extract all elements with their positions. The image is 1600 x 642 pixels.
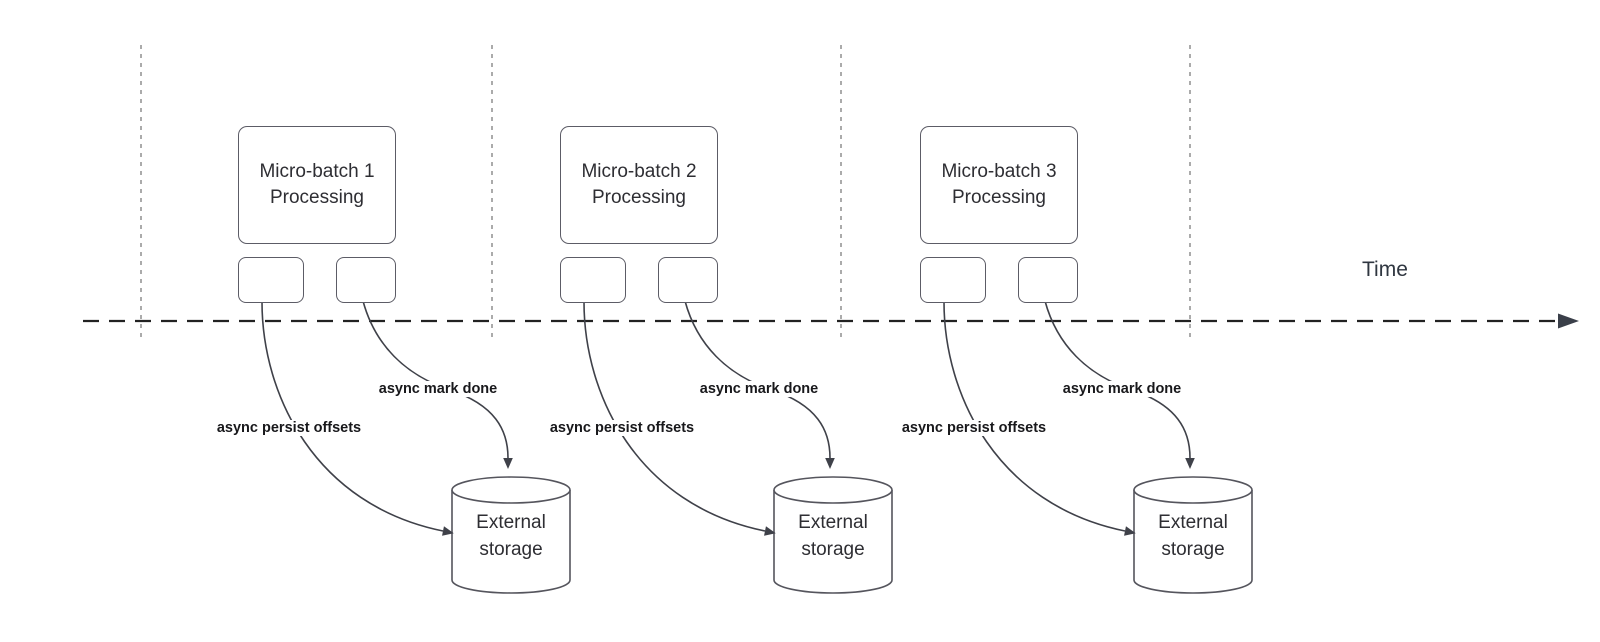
mark-done-arrow-2	[684, 300, 835, 469]
storage-cylinder-top-1	[451, 476, 571, 504]
mark-done-arrow-3	[1044, 300, 1195, 469]
task-box-3-right	[1018, 257, 1078, 303]
persist-offsets-label-2: async persist offsets	[546, 420, 698, 436]
persist-offsets-arrow-3	[943, 301, 1136, 536]
persist-offsets-arrow-1	[261, 301, 454, 536]
microbatch-2-box: Micro-batch 2 Processing	[560, 126, 718, 244]
persist-offsets-label-1: async persist offsets	[213, 420, 365, 436]
task-box-3-left	[920, 257, 986, 303]
microbatch-3-box: Micro-batch 3 Processing	[920, 126, 1078, 244]
task-box-2-left	[560, 257, 626, 303]
mark-done-arrow-1	[362, 300, 513, 469]
storage-cylinder-1	[451, 490, 571, 594]
storage-cylinder-3	[1133, 490, 1253, 594]
storage-label-3: External storage	[1158, 512, 1228, 560]
mark-done-label-2: async mark done	[696, 381, 822, 397]
storage-cylinder-top-3	[1133, 476, 1253, 504]
storage-label-1: External storage	[476, 512, 546, 560]
time-axis-arrowhead-icon	[1558, 313, 1579, 329]
task-box-2-right	[658, 257, 718, 303]
persist-offsets-arrow-2	[583, 301, 776, 536]
mark-done-label-1: async mark done	[375, 381, 501, 397]
task-box-1-left	[238, 257, 304, 303]
task-box-1-right	[336, 257, 396, 303]
microbatch-1-box: Micro-batch 1 Processing	[238, 126, 396, 244]
mark-done-label-3: async mark done	[1059, 381, 1185, 397]
persist-offsets-label-3: async persist offsets	[898, 420, 1050, 436]
time-label: Time	[1362, 258, 1408, 281]
storage-cylinder-2	[773, 490, 893, 594]
storage-cylinder-top-2	[773, 476, 893, 504]
storage-label-2: External storage	[798, 512, 868, 560]
